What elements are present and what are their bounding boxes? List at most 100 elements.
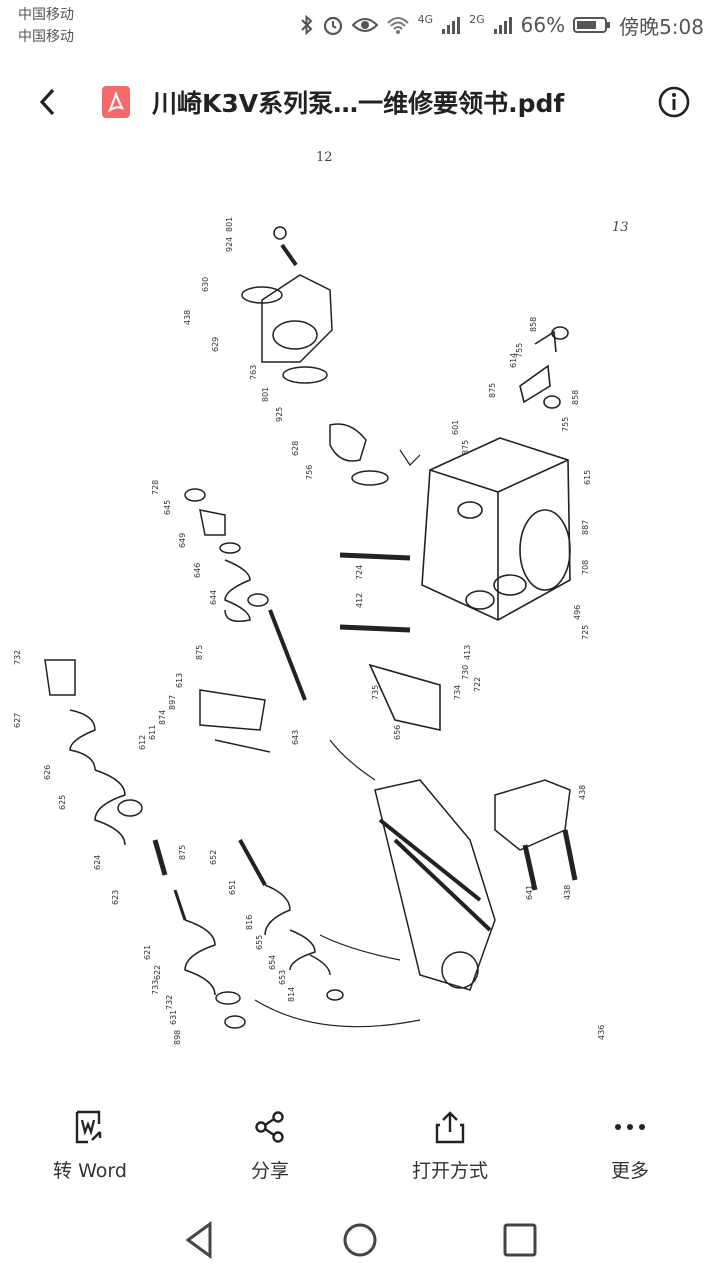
part-label: 801 [261,387,270,402]
part-label: 631 [169,1010,178,1025]
part-label: 656 [393,725,402,740]
convert-word-button[interactable]: 转 Word [10,1100,170,1200]
part-label: 645 [163,500,172,515]
part-label: 611 [148,725,157,740]
part-label: 728 [151,480,160,495]
part-label: 652 [209,850,218,865]
part-label: 623 [111,890,120,905]
more-label: 更多 [610,1160,649,1182]
part-label: 887 [581,520,590,535]
part-label: 646 [193,563,202,578]
part-label: 641 [525,885,534,900]
part-label: 756 [305,465,314,480]
part-label: 621 [143,945,152,960]
part-label: 496 [573,605,582,620]
nav-home-icon[interactable] [338,1218,382,1262]
part-label: 413 [463,645,472,660]
page-number-right: 13 [612,220,629,235]
part-label: 925 [275,407,284,422]
alarm-icon [323,16,342,36]
part-label: 875 [488,383,497,398]
spool-assembly [374,779,578,991]
bluetooth-icon [300,15,313,35]
part-label: 615 [583,470,592,485]
part-label: 614 [509,353,518,368]
word-convert-icon [75,1110,102,1144]
part-label: 801 [225,217,234,232]
wifi-icon [386,17,409,34]
part-label: 612 [138,735,147,750]
network-type-2: 2G [469,12,485,26]
part-label: 643 [291,730,300,745]
document-title: 川崎K3V系列泵…一维修要领书.pdf [152,89,565,118]
part-label: 438 [563,885,572,900]
part-label: 734 [453,685,462,700]
part-label: 654 [268,955,277,970]
part-label: 644 [209,590,218,605]
top-cover-assembly [241,226,389,486]
open-with-button[interactable]: 打开方式 [370,1100,530,1200]
share-icon [255,1111,284,1143]
part-label: 858 [529,317,538,332]
part-label: 626 [43,765,52,780]
open-with-icon [435,1111,465,1144]
part-label: 653 [278,970,287,985]
part-label: 858 [571,390,580,405]
nav-back-icon[interactable] [178,1218,222,1262]
connector-lines [254,449,421,1028]
part-label: 629 [211,337,220,352]
part-label: 755 [561,417,570,432]
part-label: 732 [13,650,22,665]
part-label: 624 [93,855,102,870]
part-label: 755 [515,343,524,358]
part-label: 724 [355,565,364,580]
navigation-bar [0,1200,720,1280]
part-label: 625 [58,795,67,810]
info-icon [658,86,690,118]
nav-recents-icon[interactable] [498,1218,542,1262]
part-label: 874 [158,710,167,725]
part-label: 875 [461,440,470,455]
back-button[interactable] [28,80,68,124]
part-label: 438 [578,785,587,800]
part-label: 649 [178,533,187,548]
back-arrow-icon [39,88,55,116]
carrier-1: 中国移动 [18,7,74,23]
part-labels: 8019246304386297638019256287567286456496… [13,217,606,1045]
bottom-toolbar: 转 Word 分享 打开方式 更多 [0,1100,720,1200]
part-label: 898 [173,1030,182,1045]
part-label: 730 [461,665,470,680]
app-bar: 川崎K3V系列泵…一维修要领书.pdf [0,70,720,134]
part-label: 412 [355,593,364,608]
part-label: 627 [13,713,22,728]
part-label: 732 [165,995,174,1010]
part-label: 622 [153,965,162,980]
more-button[interactable]: 更多 [550,1100,710,1200]
part-label: 722 [473,677,482,692]
part-label: 436 [597,1025,606,1040]
part-label: 651 [228,880,237,895]
part-label: 613 [175,673,184,688]
page-number-top: 12 [316,150,333,165]
left-spring-stack [44,488,344,1029]
share-button[interactable]: 分享 [190,1100,350,1200]
eye-icon [351,18,378,32]
clock: 傍晚5:08 [619,14,704,39]
part-label: 924 [225,237,234,252]
part-label: 708 [581,560,590,575]
part-label: 733 [151,980,160,995]
carrier-2: 中国移动 [18,29,74,45]
info-button[interactable] [656,84,692,120]
status-bar: 中国移动 中国移动 4G 2G 66% 傍晚5:08 [0,0,720,50]
network-type-1: 4G [417,12,434,26]
part-label: 814 [287,987,296,1002]
part-label: 735 [371,685,380,700]
battery-icon [573,17,611,33]
status-icons: 4G 2G 66% 傍晚5:08 [300,10,704,40]
battery-percent: 66% [520,13,566,37]
part-label: 875 [195,645,204,660]
more-icon [615,1124,645,1130]
convert-word-label: 转 Word [53,1160,127,1182]
part-label: 628 [291,441,300,456]
pdf-file-icon [102,86,130,118]
